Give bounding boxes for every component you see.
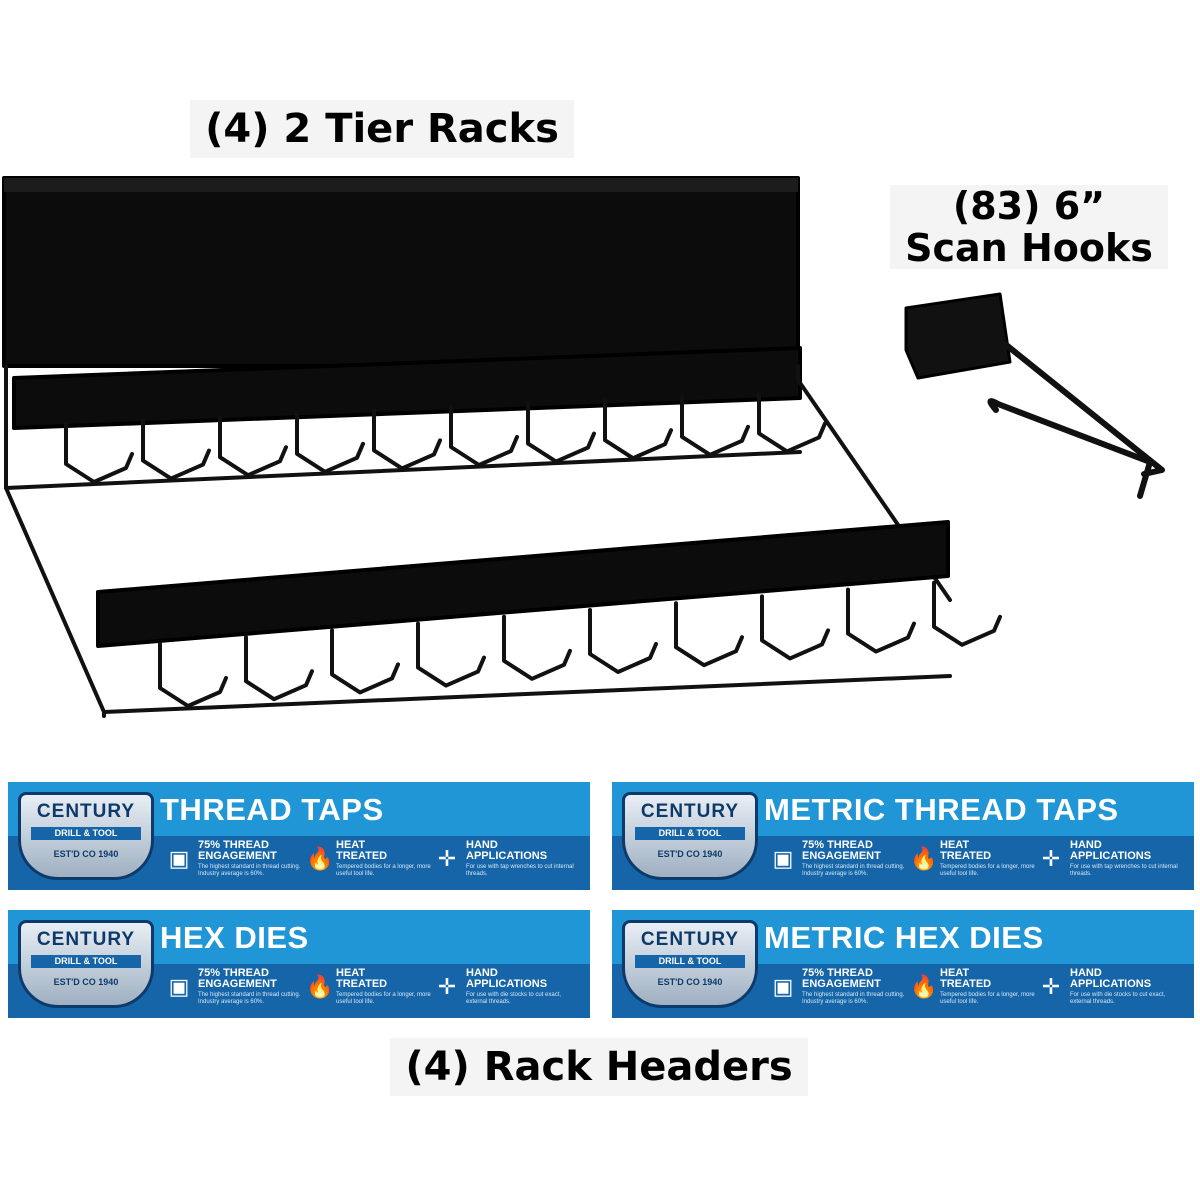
century-logo-wordmark: CENTURY: [640, 801, 740, 822]
rack-illustration: [2, 176, 1165, 718]
flame-icon: 🔥: [910, 974, 938, 999]
rack-wire-hook: [449, 405, 519, 467]
rack-lower-strip: [96, 520, 950, 648]
rack-left-frame: [4, 364, 106, 718]
feature-desc: For use with tap wrenches to cut interna…: [466, 864, 574, 877]
flame-icon: 🔥: [306, 974, 334, 999]
century-logo: CENTURY DRILL & TOOL EST'D CO 1940: [18, 920, 154, 1008]
century-logo: CENTURY DRILL & TOOL EST'D CO 1940: [622, 792, 758, 880]
thread-icon: ▣: [168, 974, 190, 999]
scan-hook-back-wire: [987, 398, 1153, 499]
feature-desc: Tempered bodies for a longer, more usefu…: [940, 864, 1035, 877]
feature-desc: Tempered bodies for a longer, more usefu…: [940, 992, 1035, 1005]
century-logo-est: EST'D CO 1940: [53, 977, 119, 987]
scan-hook-label-plate: [904, 292, 1012, 380]
thread-icon: ▣: [772, 974, 794, 999]
rack-wire-hook: [372, 408, 442, 471]
century-logo-wordmark: CENTURY: [36, 929, 136, 950]
century-logo: CENTURY DRILL & TOOL EST'D CO 1940: [18, 792, 154, 880]
rack-top-lip: [4, 178, 798, 192]
century-logo-wordmark: CENTURY: [36, 801, 136, 822]
century-logo-sub: DRILL & TOOL: [31, 955, 141, 968]
rack-header-hex-dies: CENTURY DRILL & TOOL EST'D CO 1940 HEX D…: [8, 910, 590, 1018]
feature-desc: The highest standard in thread cutting. …: [802, 992, 905, 1005]
rack-wire-hook: [330, 628, 400, 695]
century-logo-est: EST'D CO 1940: [657, 849, 723, 859]
rack-header-metric-thread-taps: CENTURY DRILL & TOOL EST'D CO 1940 METRI…: [612, 782, 1194, 890]
rack-wire-hook: [846, 587, 916, 654]
die-stock-icon: ✛: [437, 974, 457, 999]
feature-desc: Tempered bodies for a longer, more usefu…: [336, 992, 431, 1005]
scan-hooks-caption-line-1: (83) 6”: [952, 184, 1106, 228]
thread-icon: ▣: [772, 846, 794, 871]
two-tier-rack: [2, 176, 1002, 718]
rack-wire-hook: [141, 418, 211, 481]
upper-hooks: [64, 391, 827, 484]
tap-wrench-icon: ✛: [1041, 846, 1061, 871]
century-logo-wordmark: CENTURY: [640, 929, 740, 950]
scan-hook-wire: [997, 337, 1165, 477]
rack-wire-hook: [603, 398, 673, 461]
feature-desc: For use with tap wrenches to cut interna…: [1070, 864, 1178, 877]
rack-wire-hook: [64, 422, 134, 484]
rack-wire-hook: [757, 391, 827, 454]
banner-title: METRIC THREAD TAPS: [764, 792, 1119, 827]
rack-upper-strip: [12, 346, 802, 430]
feature-desc: The highest standard in thread cutting. …: [802, 864, 905, 877]
die-stock-icon: ✛: [1041, 974, 1061, 999]
thread-icon: ▣: [168, 846, 190, 871]
rack-wire-hook: [295, 411, 365, 474]
lower-hooks: [158, 580, 1002, 708]
feature-desc: For use with die stocks to cut exact, ex…: [466, 992, 562, 1005]
century-logo-est: EST'D CO 1940: [53, 849, 119, 859]
rack-wire-hook: [588, 608, 658, 674]
scan-hooks-caption: (83) 6” Scan Hooks: [890, 185, 1168, 269]
rack-headers-caption: (4) Rack Headers: [390, 1038, 808, 1096]
racks-caption: (4) 2 Tier Racks: [190, 100, 574, 158]
rack-wire-hook: [760, 594, 830, 661]
feature-desc: Tempered bodies for a longer, more usefu…: [336, 864, 431, 877]
banner-title: HEX DIES: [160, 920, 309, 955]
banner-title: METRIC HEX DIES: [764, 920, 1044, 955]
rack-wire-hook: [416, 621, 486, 688]
rack-wire-hook: [244, 635, 314, 702]
century-logo: CENTURY DRILL & TOOL EST'D CO 1940: [622, 920, 758, 1008]
rack-header-thread-taps: CENTURY DRILL & TOOL EST'D CO 1940 THREA…: [8, 782, 590, 890]
feature-desc: The highest standard in thread cutting. …: [198, 992, 301, 1005]
rack-bottom-rail: [102, 674, 952, 714]
rack-wire-hook: [158, 642, 228, 708]
flame-icon: 🔥: [910, 846, 938, 871]
rack-wire-hook: [932, 580, 1002, 647]
rack-wire-hook: [680, 394, 750, 457]
rack-wire-hook: [218, 415, 288, 478]
scan-hook: [904, 292, 1165, 499]
century-logo-sub: DRILL & TOOL: [31, 827, 141, 840]
rack-wire-hook: [526, 401, 596, 464]
rack-back-panel: [2, 176, 800, 368]
century-logo-est: EST'D CO 1940: [657, 977, 723, 987]
scan-hooks-caption-line-2: Scan Hooks: [905, 226, 1153, 270]
feature-desc: The highest standard in thread cutting. …: [198, 864, 301, 877]
century-logo-sub: DRILL & TOOL: [635, 827, 745, 840]
century-logo-sub: DRILL & TOOL: [635, 955, 745, 968]
tap-wrench-icon: ✛: [437, 846, 457, 871]
feature-desc: For use with die stocks to cut exact, ex…: [1070, 992, 1166, 1005]
rack-wire-hook: [674, 601, 744, 668]
rack-header-metric-hex-dies: CENTURY DRILL & TOOL EST'D CO 1940 METRI…: [612, 910, 1194, 1018]
rack-wire-hook: [502, 614, 572, 681]
flame-icon: 🔥: [306, 846, 334, 871]
banner-title: THREAD TAPS: [160, 792, 384, 827]
